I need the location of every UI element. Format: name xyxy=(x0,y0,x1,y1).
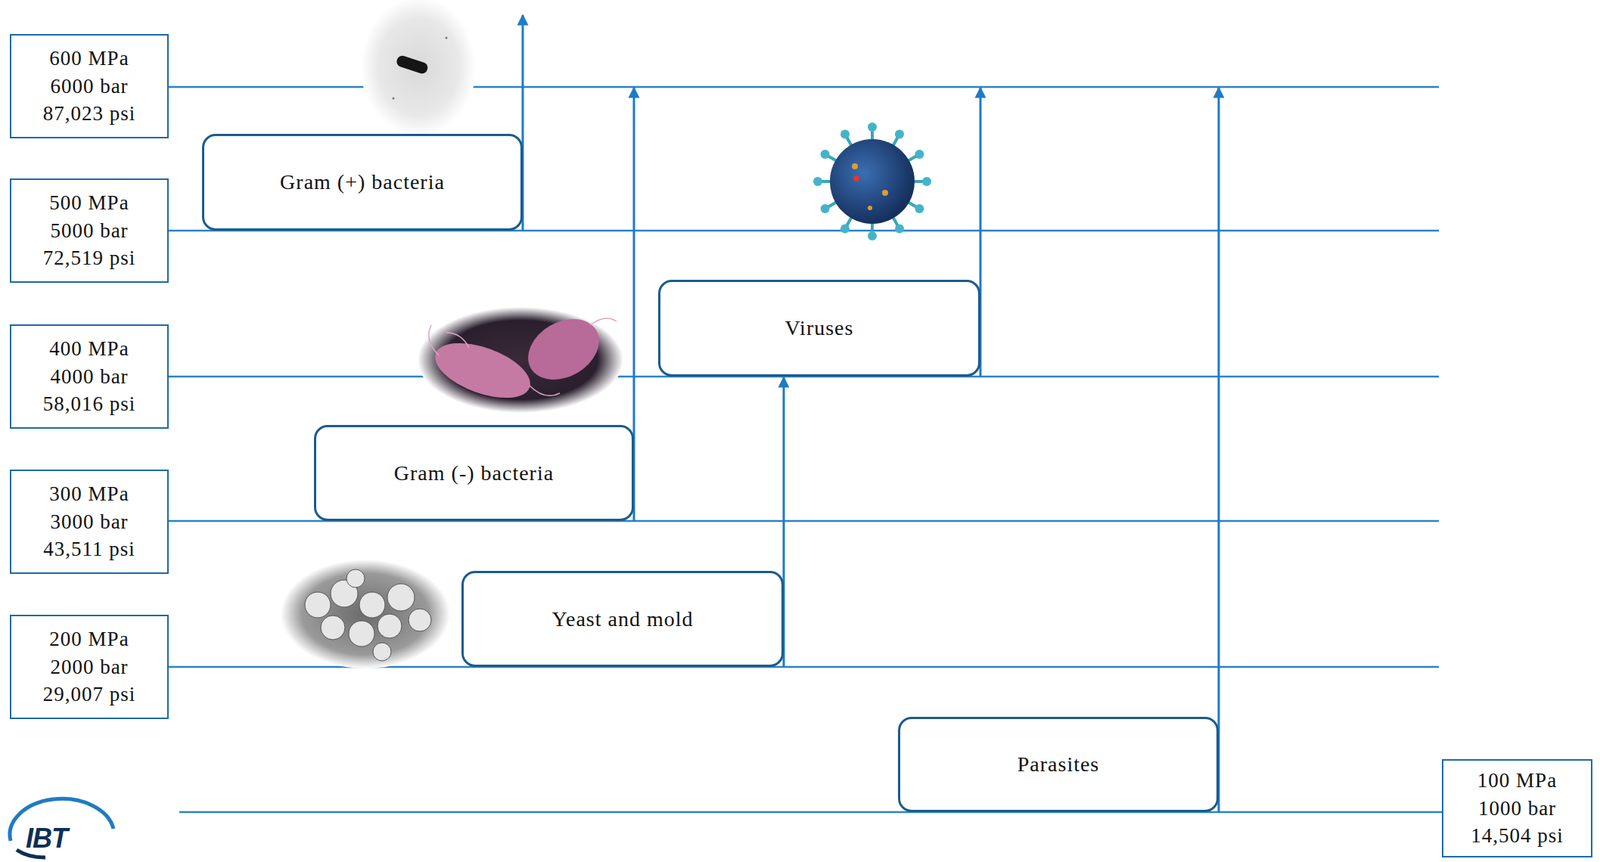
spike-tip xyxy=(820,149,830,159)
pressure-value: 87,023 psi xyxy=(43,99,137,128)
pressure-value: 58,016 psi xyxy=(43,390,137,419)
yeast-cell xyxy=(346,569,365,588)
pressure-lines xyxy=(168,86,1442,813)
organism-label: Gram (+) bacteria xyxy=(279,170,445,195)
pressure-value: 300 MPa xyxy=(49,480,129,509)
yeast-cell xyxy=(359,592,386,619)
bacteria-image xyxy=(417,307,624,414)
logo-mark xyxy=(9,798,114,858)
pressure-box: 100 MPa1000 bar14,504 psi xyxy=(1441,759,1593,858)
yeast-ground xyxy=(280,559,451,669)
pressure-box: 600 MPa6000 bar87,023 psi xyxy=(9,34,169,139)
virus-dot xyxy=(851,163,858,170)
pressure-box: 400 MPa4000 bar58,016 psi xyxy=(9,324,169,429)
yeast-cell xyxy=(320,615,345,640)
spike-tip xyxy=(867,231,877,241)
spike-tip xyxy=(813,177,823,187)
organism-label: Gram (-) bacteria xyxy=(394,461,554,486)
pressure-value: 200 MPa xyxy=(49,625,129,654)
pressure-value: 4000 bar xyxy=(49,363,128,392)
yeast-cell xyxy=(387,584,415,612)
micrograph-image xyxy=(360,0,476,137)
yeast-cells xyxy=(304,569,432,662)
pressure-arrow xyxy=(1217,87,1221,813)
organism-label: Yeast and mold xyxy=(552,607,694,632)
pressure-box: 500 MPa5000 bar72,519 psi xyxy=(9,178,169,283)
pressure-value: 400 MPa xyxy=(49,335,129,364)
yeast-cell xyxy=(304,592,331,619)
organism-box: Parasites xyxy=(897,717,1219,813)
spike-tip xyxy=(894,223,905,234)
logo-text: IBT xyxy=(25,823,68,855)
organism-box: Gram (+) bacteria xyxy=(201,133,523,231)
spike-tip xyxy=(914,204,924,214)
spike-tip xyxy=(914,149,924,159)
spike-tip xyxy=(894,130,905,140)
spike-tip xyxy=(867,122,877,132)
bacterium xyxy=(428,332,538,410)
yeast-cell xyxy=(408,608,432,632)
bacterium xyxy=(517,307,611,392)
pressure-value: 43,511 psi xyxy=(43,535,136,564)
speck xyxy=(445,37,448,40)
organism-box: Viruses xyxy=(658,279,981,377)
pressure-box: 200 MPa2000 bar29,007 psi xyxy=(9,615,169,720)
pressure-value: 72,519 psi xyxy=(43,244,137,273)
flagella xyxy=(428,318,617,396)
pressure-value: 500 MPa xyxy=(49,189,129,218)
pressure-value: 100 MPa xyxy=(1477,767,1557,796)
pressure-value: 5000 bar xyxy=(49,217,128,246)
virus-dot xyxy=(867,205,873,211)
bacteria-ground xyxy=(417,307,624,414)
virus-spikes xyxy=(817,127,927,237)
pressure-value: 6000 bar xyxy=(49,72,128,101)
virus-image xyxy=(813,122,932,241)
pressure-value: 2000 bar xyxy=(49,653,128,682)
organism-box: Gram (-) bacteria xyxy=(313,425,634,522)
pressure-value: 600 MPa xyxy=(49,44,129,73)
pressure-arrows xyxy=(522,15,1219,813)
organism-label: Parasites xyxy=(1017,752,1100,777)
pressure-box: 300 MPa3000 bar43,511 psi xyxy=(9,469,169,575)
rod-bacterium xyxy=(395,54,430,75)
virus-body xyxy=(829,139,915,224)
pressure-value: 29,007 psi xyxy=(43,680,137,709)
pressure-value: 1000 bar xyxy=(1478,795,1557,824)
spike-tip xyxy=(820,204,830,214)
virus-dots xyxy=(851,163,889,211)
spike-tips xyxy=(813,122,932,241)
spike-tip xyxy=(840,223,850,234)
yeast-cell xyxy=(348,621,375,647)
speck xyxy=(392,97,395,100)
spike-tip xyxy=(840,130,850,140)
organism-label: Viruses xyxy=(785,316,855,341)
virus-dot xyxy=(882,189,889,196)
yeast-cell xyxy=(372,643,392,662)
micrograph-ground xyxy=(360,0,476,137)
organism-box: Yeast and mold xyxy=(461,571,784,668)
yeast-cell xyxy=(377,614,402,639)
pressure-value: 14,504 psi xyxy=(1470,822,1564,851)
spike-tip xyxy=(922,177,932,187)
pressure-line xyxy=(168,86,1439,89)
pressure-line xyxy=(179,811,1442,814)
pressure-value: 3000 bar xyxy=(49,508,128,537)
virus-dot xyxy=(853,175,860,182)
yeast-image xyxy=(280,559,451,669)
